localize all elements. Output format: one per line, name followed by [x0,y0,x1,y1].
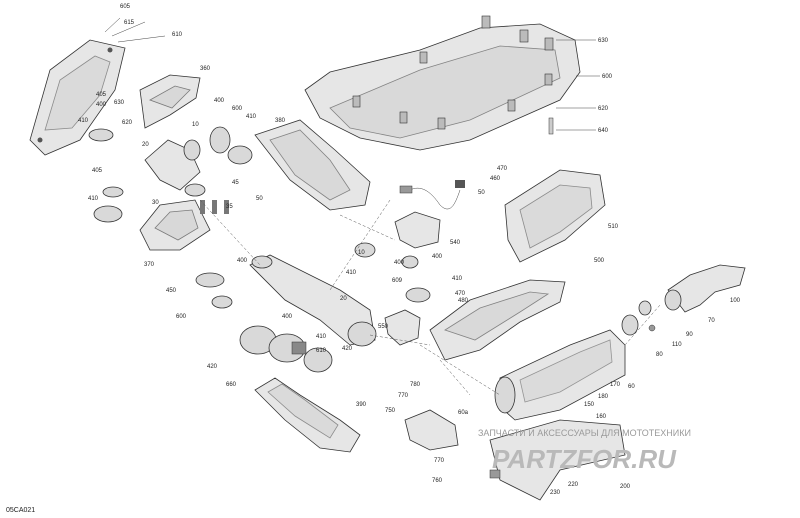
clamps-left [88,126,253,223]
callout-c230: 230 [550,490,561,496]
callout-c170: 170 [610,382,621,388]
callout-c405a: 405 [96,92,107,98]
callout-c100: 100 [730,298,741,304]
tail-pipe [621,264,746,336]
skid-plate [304,15,600,151]
callout-labels: 605 615 610 360 630 600 620 640 405 400 630 410 620 2… [78,4,741,496]
callout-c180: 180 [598,394,609,400]
callout-c510: 510 [608,224,619,230]
assembly-lines [199,199,661,396]
callout-c630a: 630 [598,38,609,44]
callout-c400f: 400 [282,314,293,320]
callout-c45: 45 [232,180,239,186]
callout-c410f: 410 [316,334,327,340]
shield-540 [394,211,441,249]
callout-c200: 200 [620,484,631,490]
callout-c160: 160 [596,414,607,420]
callout-c35: 35 [226,204,233,210]
callout-c600c: 600 [176,314,187,320]
shield-550 [384,309,421,346]
heat-shield-510 [504,169,606,263]
callout-c460: 460 [490,176,501,182]
callout-c410a: 410 [78,118,89,124]
manifold-pipe-20 [144,139,201,191]
callout-c20a: 20 [142,142,149,148]
callout-c70: 70 [708,318,715,324]
callout-c405b: 405 [92,168,103,174]
heat-shield-750 [404,409,459,451]
callout-c420b: 420 [207,364,218,370]
callout-c60a: 60a [458,410,469,416]
callout-c380: 380 [275,118,286,124]
callout-c640: 640 [598,128,609,134]
muffler [494,329,626,421]
callout-c470a: 470 [497,166,508,172]
callout-c10b: 10 [358,250,365,256]
o2-sensor [399,180,465,210]
callout-c770b: 770 [434,458,445,464]
callout-c609: 609 [392,278,403,284]
callout-c400a: 400 [96,102,107,108]
callout-c20b: 20 [340,296,347,302]
callout-c410d: 410 [346,270,357,276]
callout-c660: 660 [226,382,237,388]
callout-c470b: 470 [455,291,466,297]
callout-c610b: 610 [316,348,327,354]
callout-c400d: 400 [394,260,405,266]
callout-c620b: 620 [122,120,133,126]
callout-c410e: 410 [452,276,463,282]
clamps-center [354,242,431,303]
callout-c400c: 400 [432,254,443,260]
callout-c770a: 770 [398,393,409,399]
callout-c400e: 400 [237,258,248,264]
catalytic-converter [249,254,377,347]
callout-c80: 80 [656,352,663,358]
manifold-shield-370 [139,199,211,251]
heat-shield-left [29,17,166,156]
callout-c480: 480 [458,298,469,304]
callout-c605: 605 [120,4,131,10]
callout-c450: 450 [166,288,177,294]
callout-c760: 760 [432,478,443,484]
callout-c90: 90 [686,332,693,338]
callout-c390: 390 [356,402,367,408]
callout-c600b: 600 [232,106,243,112]
callout-c410c: 410 [88,196,99,202]
callout-c610: 610 [172,32,183,38]
callout-c150: 150 [584,402,595,408]
callout-c420a: 420 [342,346,353,352]
clamps-lower-left [195,272,333,373]
muffler-bracket [489,419,626,501]
callout-c360: 360 [200,66,211,72]
heat-shield-500 [429,279,566,361]
callout-c780: 780 [410,382,421,388]
watermark-top-text: ЗАПЧАСТИ И АКСЕССУАРЫ ДЛЯ МОТОТЕХНИКИ [478,428,691,438]
callout-c60: 60 [628,384,635,390]
callout-c370: 370 [144,262,155,268]
callout-c400b: 400 [214,98,225,104]
callout-c615: 615 [124,20,135,26]
callout-c50a: 50 [256,196,263,202]
callout-c110: 110 [672,342,682,348]
callout-c50b: 50 [478,190,485,196]
callout-c620a: 620 [598,106,609,112]
callout-c550: 550 [378,324,389,330]
callout-c500: 500 [594,258,605,264]
watermark-logo: PARTZFOR.RU [492,444,677,474]
callout-c600a: 600 [602,74,613,80]
callout-c30: 30 [152,200,159,206]
callout-c220: 220 [568,482,579,488]
heat-shield-380 [254,119,371,211]
callout-c750: 750 [385,408,396,414]
drawing-code: 05CA021 [6,507,35,514]
heat-shield-390 [254,377,361,453]
callout-c540: 540 [450,240,461,246]
callout-c630b: 630 [114,100,125,106]
callout-c410b: 410 [246,114,257,120]
manifold-shield-360 [139,74,201,129]
callout-c10a: 10 [192,122,199,128]
